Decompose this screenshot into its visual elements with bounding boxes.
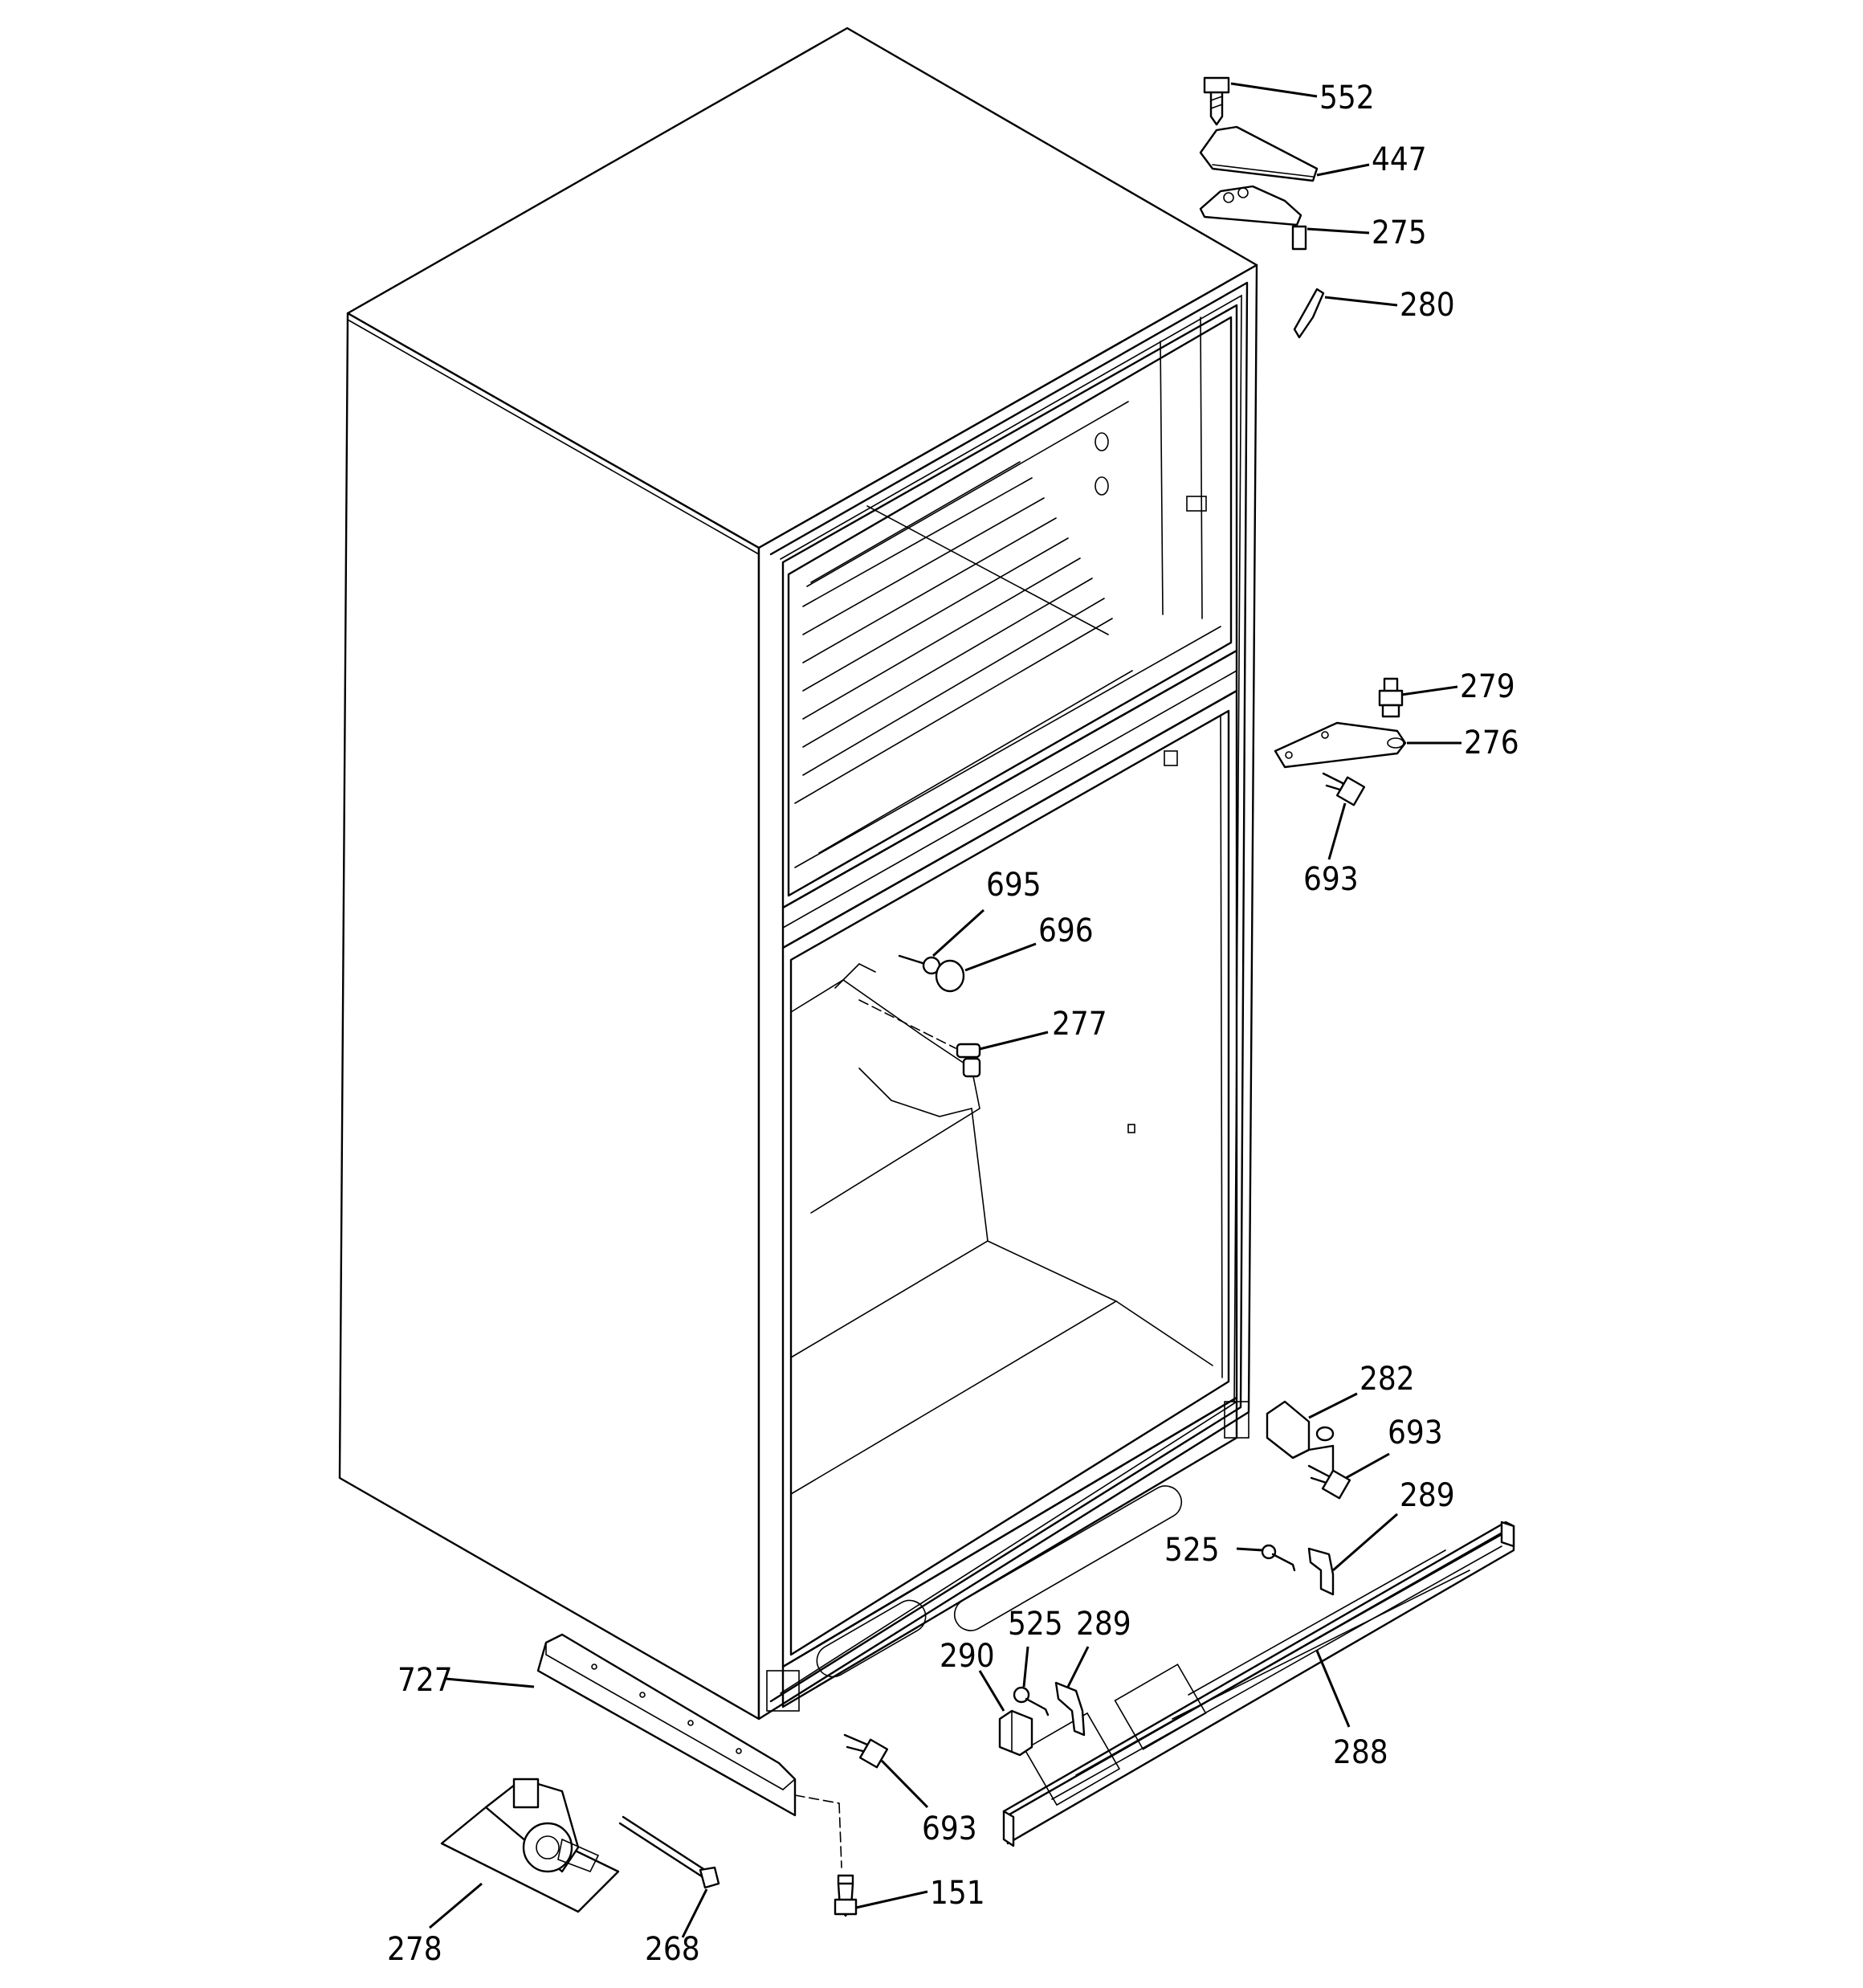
leader-727 <box>445 1677 535 1688</box>
screw-552 <box>1203 76 1230 126</box>
leader-289-b <box>1066 1646 1090 1688</box>
callout-290: 290 <box>940 1638 995 1675</box>
refrigerator-cabinet <box>338 27 1258 1721</box>
callout-693-c: 693 <box>922 1810 977 1847</box>
callout-279: 279 <box>1460 668 1515 705</box>
callout-268: 268 <box>645 1931 700 1968</box>
bracket-727 <box>536 1633 842 1868</box>
callout-151: 151 <box>930 1875 985 1912</box>
top-hinge-275 <box>1199 185 1307 251</box>
callout-552: 552 <box>1319 80 1375 116</box>
leader-525-a <box>1236 1547 1263 1552</box>
leader-288 <box>1315 1650 1351 1728</box>
roller-assembly-278 <box>440 1778 620 1913</box>
callout-525-b: 525 <box>1008 1606 1063 1643</box>
callout-282: 282 <box>1360 1361 1415 1398</box>
callout-288: 288 <box>1333 1734 1388 1771</box>
callout-696: 696 <box>1038 912 1094 949</box>
block-290 <box>998 1709 1033 1757</box>
rod-268 <box>618 1815 720 1889</box>
leader-695 <box>932 908 985 957</box>
callout-278: 278 <box>387 1931 442 1968</box>
leader-151 <box>855 1890 928 1909</box>
screw-695 <box>898 954 941 975</box>
screw-693-b <box>1307 1464 1351 1500</box>
callout-289-b: 289 <box>1076 1606 1131 1643</box>
pin-279 <box>1378 677 1404 718</box>
clip-289-a <box>1307 1547 1335 1596</box>
screw-525-a <box>1261 1544 1296 1572</box>
callout-693-a: 693 <box>1303 861 1359 898</box>
leader-447 <box>1316 163 1370 177</box>
freezer-ribs <box>794 461 1113 804</box>
callout-276: 276 <box>1464 725 1519 761</box>
leader-693-b <box>1345 1452 1390 1480</box>
leader-693-c <box>880 1759 929 1809</box>
leader-278 <box>429 1882 483 1929</box>
screw-525-b <box>1013 1686 1050 1717</box>
leader-275 <box>1307 227 1370 235</box>
leader-289-a <box>1332 1512 1398 1572</box>
leader-268 <box>681 1888 708 1938</box>
callout-525-a: 525 <box>1164 1532 1220 1569</box>
screw-151 <box>834 1874 858 1917</box>
leader-290 <box>978 1670 1005 1712</box>
callout-693-b: 693 <box>1388 1414 1443 1451</box>
leader-282 <box>1308 1392 1358 1419</box>
leader-lines <box>429 82 1461 1938</box>
clip-289-b <box>1054 1681 1086 1737</box>
callout-labels: 552 447 275 280 279 276 693 695 696 277 … <box>387 80 1519 1968</box>
leader-279 <box>1400 685 1458 696</box>
screw-693-a <box>1322 772 1366 806</box>
callout-280: 280 <box>1400 287 1455 324</box>
callout-289-a: 289 <box>1400 1477 1455 1514</box>
leader-277 <box>979 1031 1049 1051</box>
leader-280 <box>1324 296 1398 307</box>
callout-275: 275 <box>1372 214 1427 251</box>
callout-447: 447 <box>1372 141 1427 178</box>
leader-552 <box>1230 82 1318 98</box>
screw-693-c <box>843 1733 889 1769</box>
grille-288 <box>1002 1521 1515 1847</box>
callout-277: 277 <box>1052 1006 1107 1043</box>
callout-727: 727 <box>397 1662 453 1699</box>
leader-525-b <box>1022 1646 1029 1688</box>
bottom-hinge-282 <box>1266 1400 1335 1472</box>
leader-693-a <box>1327 802 1347 860</box>
callout-695: 695 <box>986 867 1042 904</box>
center-hinge-276 <box>1274 721 1407 769</box>
spring-280 <box>1293 288 1325 339</box>
leader-696 <box>964 942 1037 972</box>
plug-696 <box>935 959 965 993</box>
stop-277 <box>858 999 981 1078</box>
hinge-cover-447 <box>1199 125 1319 182</box>
